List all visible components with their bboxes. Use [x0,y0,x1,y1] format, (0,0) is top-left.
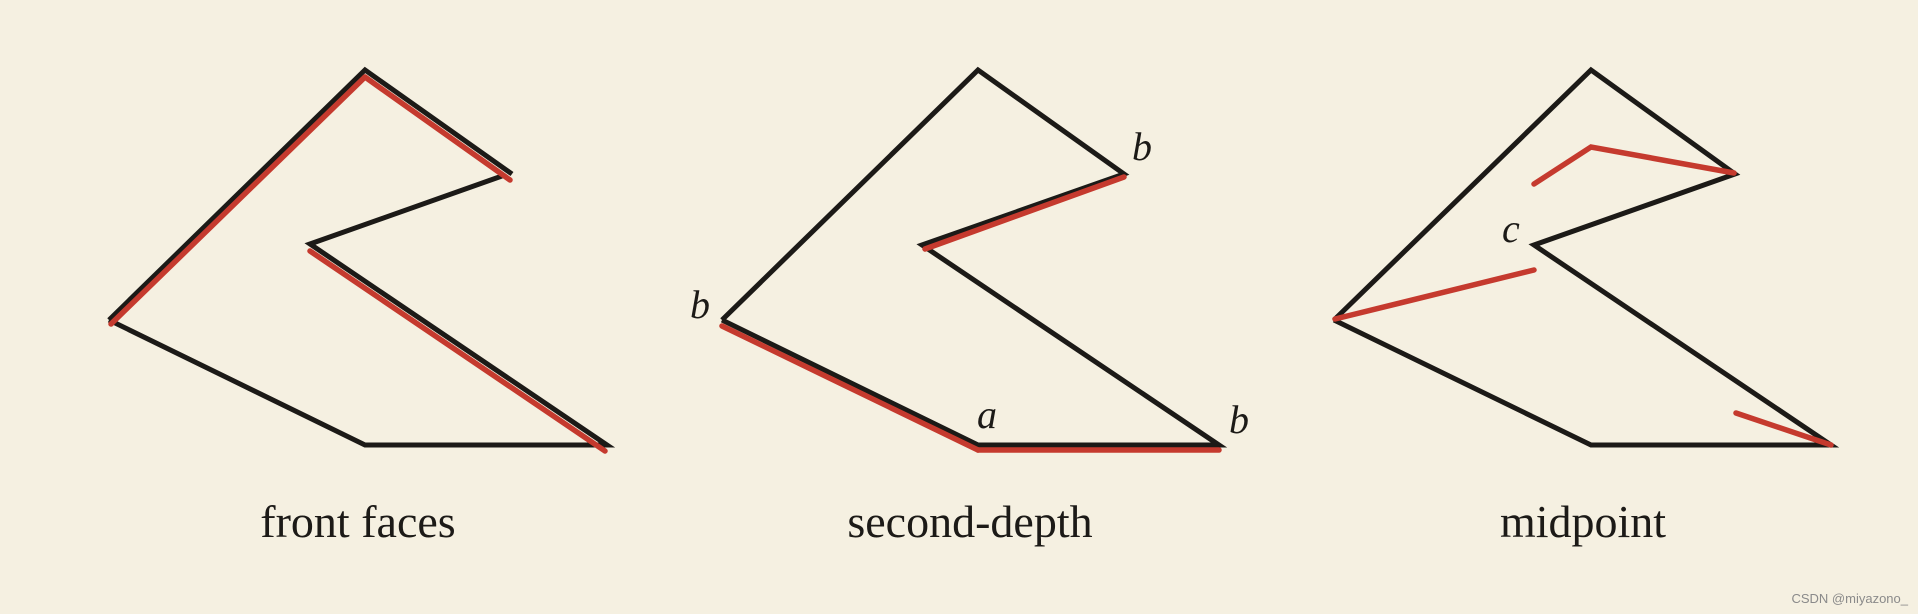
shape-outline [720,66,1228,448]
vertex-label-left: b [690,282,710,327]
red-segment-left-edge [108,74,368,327]
red-segment-notch-edge [922,174,1127,252]
panel-second-depth: b b a b second-depth [690,66,1249,547]
shape-outline-top [107,66,514,322]
shape-outline-bottom [107,173,616,448]
red-segment-lower-right-midline [1733,410,1834,448]
watermark: CSDN @miyazono_ [1791,591,1908,606]
panel-caption: front faces [260,496,455,547]
red-segment-upper-midline [1531,144,1737,187]
red-segment-diagonal-edge [307,248,608,454]
vertex-label-bottom-right: b [1229,397,1249,442]
panel-caption: midpoint [1500,496,1666,547]
shape-outline [1332,66,1840,448]
red-segment-bottom-left-edge [719,323,981,453]
vertex-label-top-right: b [1132,124,1152,169]
red-segment-top-right-edge [362,74,513,183]
red-segment-left-midline [1332,267,1537,322]
vertex-label-bottom-center: a [977,392,997,437]
panel-caption: second-depth [847,496,1092,547]
panel-front-faces: front faces [107,66,616,547]
panel-midpoint: c midpoint [1332,66,1840,547]
vertex-label-notch: c [1502,206,1520,251]
